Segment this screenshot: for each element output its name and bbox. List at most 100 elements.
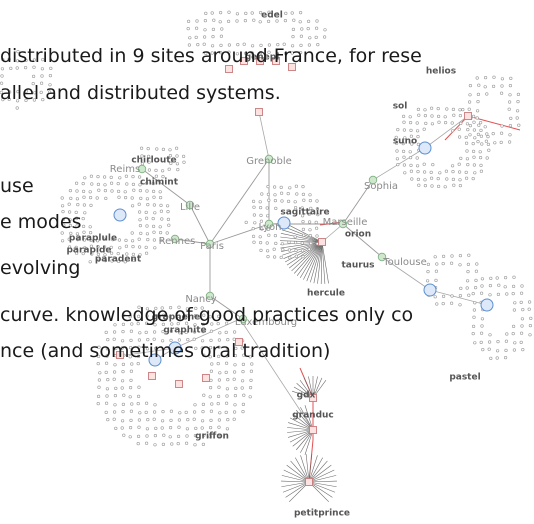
sagittaire-cloud-node	[286, 192, 290, 196]
paraplule-cloud-node	[166, 210, 170, 214]
paraplule-cloud-node	[60, 239, 65, 243]
edel-cloud-node	[314, 35, 318, 40]
petitprince-spoke	[283, 469, 310, 483]
edel-cloud-node	[259, 43, 263, 48]
left-cloud-node	[8, 90, 12, 94]
helios-cloud-node	[500, 84, 504, 88]
griffon-cloud-node	[136, 362, 140, 366]
pastel-cloud-node	[529, 316, 533, 321]
griffon-cloud-node	[106, 338, 110, 342]
red-link	[444, 115, 469, 141]
site-node	[368, 175, 378, 185]
paraplule-cloud-node	[152, 189, 156, 193]
griffon-cloud-node	[242, 393, 246, 397]
edel-cloud-node	[227, 43, 231, 47]
toulouse-cloud-node	[466, 262, 471, 267]
paraplule-cloud-node	[138, 189, 142, 193]
sagittaire-cloud-node	[259, 213, 263, 217]
griffon-cloud-node	[137, 338, 141, 342]
griffon-cloud-node	[200, 426, 204, 430]
paraplule-cloud-node	[131, 252, 135, 256]
paraplule-cloud-node	[152, 195, 156, 199]
edel-cloud-node	[323, 28, 327, 32]
pastel-cloud-node	[495, 356, 499, 360]
griffon-cloud-node	[129, 418, 133, 423]
sol-cloud-node	[408, 150, 412, 154]
edel-cloud-node	[187, 19, 191, 24]
griffon-cloud-node	[129, 329, 133, 333]
griffon-cloud-node	[120, 339, 125, 343]
edel-cloud-node	[275, 52, 280, 56]
griffon-cloud-node	[104, 410, 108, 415]
griffon-cloud-node	[233, 363, 237, 367]
sagittaire-cloud-node	[315, 234, 319, 238]
sagittaire-cloud-node	[287, 240, 291, 244]
paraplule-cloud-node	[118, 246, 122, 250]
griffon-cloud-node	[105, 347, 109, 351]
griffon-cloud-node	[137, 385, 141, 389]
sol-cloud-node	[422, 162, 426, 166]
petitprince-spoke	[308, 481, 336, 493]
router-node	[235, 338, 243, 346]
toulouse-cloud-node	[435, 302, 439, 306]
griffon-cloud-node	[153, 434, 157, 438]
griffon-cloud-node	[114, 346, 118, 351]
sagittaire-cloud-node	[252, 234, 256, 238]
paraplule-cloud-node	[144, 245, 148, 249]
edel-cloud-node	[259, 11, 263, 15]
paraplule-cloud-node	[165, 231, 169, 235]
paraplule-cloud-node	[75, 232, 79, 236]
sol-cloud-node	[437, 114, 441, 118]
edel-cloud-node	[211, 34, 215, 39]
paraplule-cloud-node	[137, 237, 141, 241]
site-node	[205, 239, 215, 249]
edel-cloud-node	[315, 19, 319, 23]
cluster-label: griffon	[195, 432, 229, 442]
griffon-cloud-node	[224, 330, 228, 335]
griffon-cloud-node	[234, 346, 238, 351]
helios-cloud-node	[509, 76, 513, 80]
paraplule-cloud-node	[145, 181, 149, 185]
pastel-cloud-node	[488, 333, 492, 337]
griffon-cloud-node	[241, 370, 245, 374]
pastel-cloud-node	[512, 308, 517, 312]
pastel-cloud-node	[496, 340, 500, 344]
sol-cloud-node	[430, 114, 434, 118]
griffon-cloud-node	[217, 394, 221, 399]
griffon-cloud-node	[161, 410, 165, 414]
helios-cloud-node	[476, 99, 480, 104]
pastel-cloud-node	[513, 341, 517, 345]
edel-cloud-node	[203, 28, 207, 32]
griffon-cloud-node	[208, 355, 212, 359]
sol-cloud-node	[451, 129, 455, 133]
griffon-cloud-node	[114, 386, 118, 391]
griffon-cloud-node	[225, 347, 229, 351]
sagittaire-cloud-node	[294, 184, 299, 188]
edel-cloud-node	[283, 19, 288, 23]
paraplule-cloud-node	[109, 251, 114, 255]
toulouse-cloud-node	[441, 302, 445, 306]
sol-cloud-node	[445, 177, 449, 181]
griffon-cloud-node	[153, 403, 157, 407]
pastel-cloud-node	[472, 324, 476, 329]
sagittaire-cloud-node	[315, 199, 319, 203]
sol-cloud-node	[480, 142, 484, 146]
edel-cloud-node	[211, 44, 215, 48]
paraplule-cloud-node	[159, 238, 163, 242]
griffon-cloud-node	[97, 378, 101, 382]
paraplule-cloud-node	[75, 197, 79, 201]
griffon-cloud-node	[145, 314, 149, 318]
griffon-cloud-node	[105, 354, 109, 358]
sagittaire-cloud-node	[251, 227, 255, 231]
router-node	[288, 63, 296, 71]
cluster-link	[119, 347, 176, 357]
left-cloud-node	[49, 66, 53, 70]
sol-cloud-node	[416, 164, 420, 168]
router-node	[148, 372, 156, 380]
griffon-cloud-node	[240, 386, 244, 390]
paraplule-cloud-node	[151, 182, 155, 186]
router-node	[256, 57, 264, 65]
switch-node	[480, 298, 494, 312]
sagittaire-cloud-node	[274, 241, 278, 245]
sagittaire-cloud-node	[252, 199, 256, 203]
